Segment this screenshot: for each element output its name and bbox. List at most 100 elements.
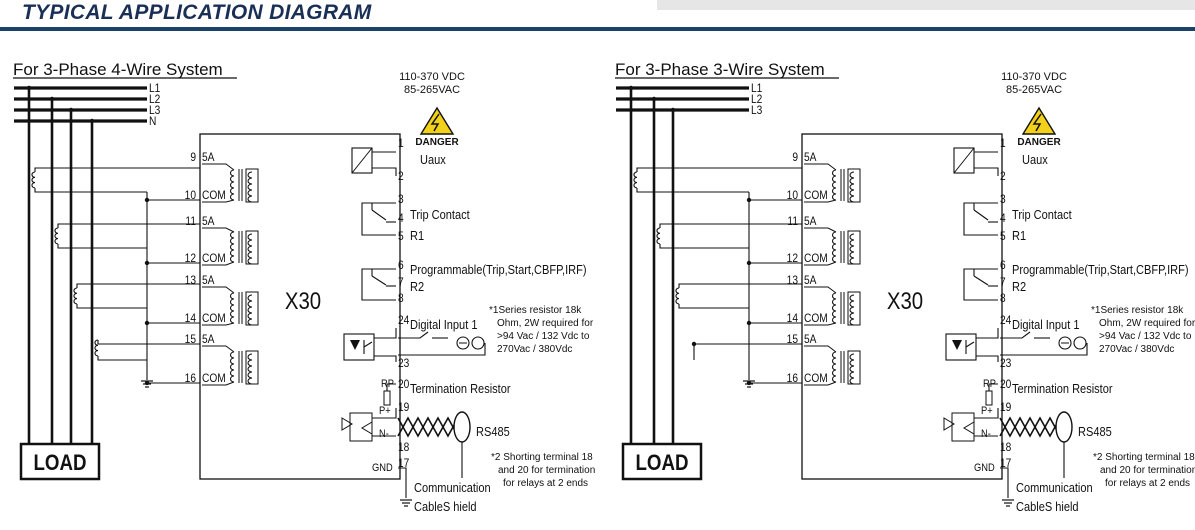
internal-wire (202, 261, 235, 266)
internal-wire (804, 261, 837, 266)
rs485-transceiver-icon (943, 412, 975, 442)
note2-line: *2 Shorting terminal 18 (491, 452, 593, 463)
relay-contact (371, 275, 387, 286)
terminal-number: 5 (398, 230, 404, 243)
relay-contact (973, 275, 989, 286)
load-label: LOAD (34, 452, 87, 476)
di-wire (374, 355, 397, 362)
terminal-label: COM (804, 189, 828, 202)
communication-label: Communication (1016, 480, 1093, 495)
terminal-number: 10 (787, 189, 798, 202)
termination-resistor-icon (383, 390, 391, 406)
note2-line: for relays at 2 ends (1105, 478, 1190, 489)
junction-dot (68, 107, 74, 113)
junction-dot (670, 107, 676, 113)
note1-line: >94 Vac / 132 Vdc to (497, 331, 590, 342)
terminal-number: 24 (398, 314, 409, 327)
phase-ct-coil (31, 171, 36, 189)
note2-line: for relays at 2 ends (503, 478, 588, 489)
terminal-number: 10 (185, 189, 196, 202)
ground-icon (1002, 499, 1014, 507)
terminal-number: 24 (1000, 314, 1011, 327)
relay-wire (963, 268, 998, 301)
ct-signal-wire (97, 340, 200, 345)
supply-ac: 85-265VAC (1006, 84, 1062, 96)
di-return-wire (398, 343, 486, 356)
shield-wire (398, 467, 407, 498)
r1-label: R1 (1012, 228, 1026, 243)
terminal-number: 8 (1000, 292, 1006, 305)
junction-dot (746, 197, 752, 203)
transceiver-tri (361, 421, 373, 435)
opto-coupler-icon (945, 333, 977, 361)
rs485-transceiver-icon (341, 412, 373, 442)
note1-line: Ohm, 2W required for (1099, 318, 1195, 329)
n-minus-label: N- (379, 428, 389, 440)
twisted-pair (999, 416, 1061, 438)
terminal-number: 6 (1000, 259, 1006, 272)
cable-shield-label: CableS hield (414, 499, 477, 514)
r1-label: R1 (410, 228, 424, 243)
rs485-wire (386, 383, 396, 391)
cable-connector-icon (453, 411, 471, 443)
gnd-label: GND (372, 462, 393, 474)
internal-wire (804, 199, 837, 203)
rs485-wire (372, 408, 397, 419)
internal-wire (202, 345, 235, 353)
note1-line: *1Series resistor 18k (1091, 305, 1184, 316)
junction-dot (651, 96, 657, 102)
terminal-label: 5A (804, 151, 817, 164)
terminal-label: 5A (804, 333, 817, 346)
ct-secondary-coil (849, 171, 855, 203)
internal-ct (229, 230, 259, 265)
di-return-wire (1000, 343, 1088, 356)
supply-dc: 110-370 VDC (1001, 71, 1067, 83)
phase-ct-coil (54, 227, 59, 245)
opto-box (343, 333, 375, 361)
switch-wire (1000, 331, 1031, 339)
source-icon (1073, 336, 1087, 350)
header-tab (657, 0, 1195, 10)
ct-secondary-coil (247, 171, 253, 203)
twisted-pair (397, 416, 459, 438)
terminal-number: 5 (1000, 230, 1006, 243)
terminal-number: 23 (398, 357, 409, 370)
device-label: X30 (285, 287, 321, 314)
ground-icon (400, 499, 412, 507)
lightning-bolt (430, 113, 440, 132)
device-box (801, 133, 1003, 480)
uaux-label: Uaux (420, 152, 446, 167)
internal-wire (804, 322, 837, 326)
internal-wire (804, 163, 837, 171)
n-minus-label: N- (981, 428, 991, 440)
communication-label: Communication (414, 480, 491, 495)
ground-icon (743, 380, 755, 388)
terminal-label: COM (804, 372, 828, 385)
internal-wire (804, 286, 837, 294)
opto-transistor (965, 341, 975, 348)
phase-label: L2 (149, 93, 160, 106)
ct-signal-wire (659, 223, 802, 228)
junction-dot (746, 320, 752, 326)
terminal-label: COM (202, 312, 226, 325)
terminal-number: 3 (398, 193, 404, 206)
junction-dot (628, 85, 634, 91)
junction-dot (746, 260, 752, 266)
internal-ct (831, 230, 861, 265)
internal-wire (202, 227, 235, 233)
junction-dot (49, 96, 55, 102)
junction-dot (89, 118, 95, 124)
terminal-label: COM (202, 252, 226, 265)
terminal-label: 5A (202, 333, 215, 346)
internal-wire (202, 163, 235, 171)
internal-wire (202, 199, 235, 203)
aux-wire (372, 167, 397, 176)
junction-dot (26, 85, 32, 91)
terminal-number: 12 (787, 252, 798, 265)
ct-secondary-frame (245, 291, 259, 326)
uaux-label: Uaux (1022, 152, 1048, 167)
p-plus-label: P+ (379, 405, 391, 417)
phase-ct-coil (94, 339, 99, 357)
terminal-number: 16 (787, 372, 798, 385)
